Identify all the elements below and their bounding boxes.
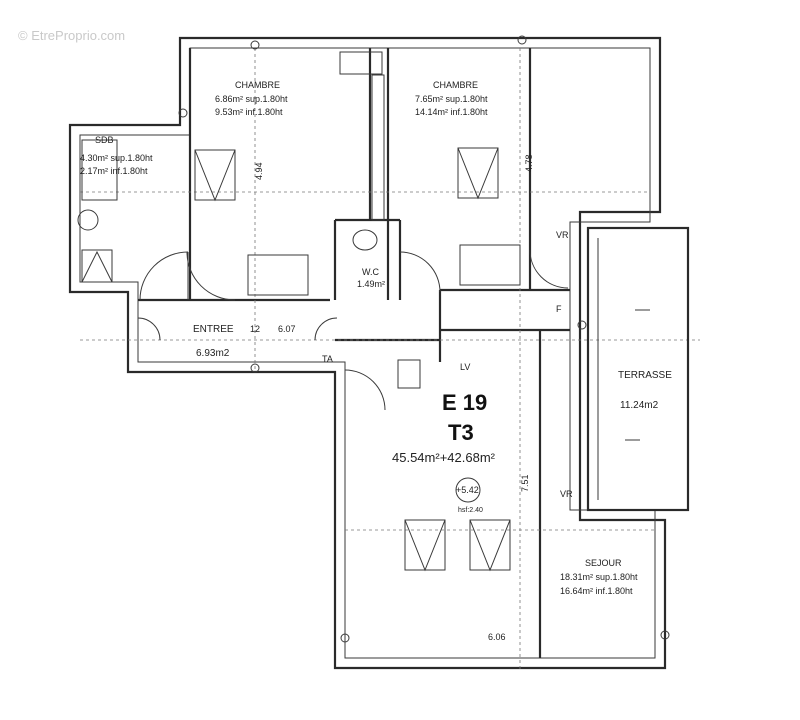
dim-6-06: 6.06 (488, 632, 506, 642)
label-ta: TA (322, 354, 333, 364)
height-lines (80, 48, 700, 672)
label-lv: LV (460, 362, 470, 372)
room-name-chambre-1: CHAMBRE (235, 80, 280, 90)
room-name-sdb: SDB (95, 135, 114, 145)
room-area-wc: 1.49m² (357, 279, 385, 289)
unit-level: +5.42 (456, 485, 479, 495)
unit-areas: 45.54m²+42.68m² (392, 450, 496, 465)
room-area-sdb-inf: 2.17m² inf.1.80ht (80, 166, 148, 176)
room-name-sejour: SEJOUR (585, 558, 622, 568)
room-area-chambre-1-inf: 9.53m² inf.1.80ht (215, 107, 283, 117)
dim-7-51: 7.51 (520, 474, 530, 492)
unit-height: hsf:2.40 (458, 507, 483, 514)
dim-4-94: 4.94 (254, 162, 264, 180)
room-name-chambre-2: CHAMBRE (433, 80, 478, 90)
label-vr-bottom: VR (560, 489, 573, 499)
label-vr-top: VR (556, 230, 569, 240)
room-area-sdb-sup: 4.30m² sup.1.80ht (80, 153, 153, 163)
label-f: F (556, 304, 562, 314)
unit-type: T3 (448, 420, 474, 445)
terrasse-area (586, 226, 690, 512)
room-name-wc: W.C (362, 267, 379, 277)
room-area-chambre-1-sup: 6.86m² sup.1.80ht (215, 94, 288, 104)
room-name-terrasse: TERRASSE (618, 370, 672, 381)
dim-12: 12 (250, 324, 260, 334)
level-marker-icon (455, 477, 481, 503)
room-area-chambre-2-inf: 14.14m² inf.1.80ht (415, 107, 488, 117)
room-area-terrasse: 11.24m2 (620, 400, 659, 411)
fixtures (77, 51, 421, 389)
watermark: © EtreProprio.com (18, 28, 125, 43)
room-name-entree: ENTREE (193, 324, 234, 335)
wc-toilet-icon (352, 229, 378, 251)
dimension-ticks (178, 35, 670, 643)
room-area-chambre-2-sup: 7.65m² sup.1.80ht (415, 94, 488, 104)
outer-walls (68, 36, 667, 670)
sink-icon (77, 209, 99, 231)
dim-4-78: 4.78 (524, 154, 534, 172)
door-swings (137, 249, 569, 411)
unit-code: E 19 (442, 390, 487, 415)
room-area-sejour-sup: 18.31m² sup.1.80ht (560, 572, 638, 582)
room-area-entree: 6.93m2 (196, 348, 230, 359)
dim-6-07: 6.07 (278, 324, 296, 334)
skylights (194, 147, 521, 572)
room-area-sejour-inf: 16.64m² inf.1.80ht (560, 586, 633, 596)
